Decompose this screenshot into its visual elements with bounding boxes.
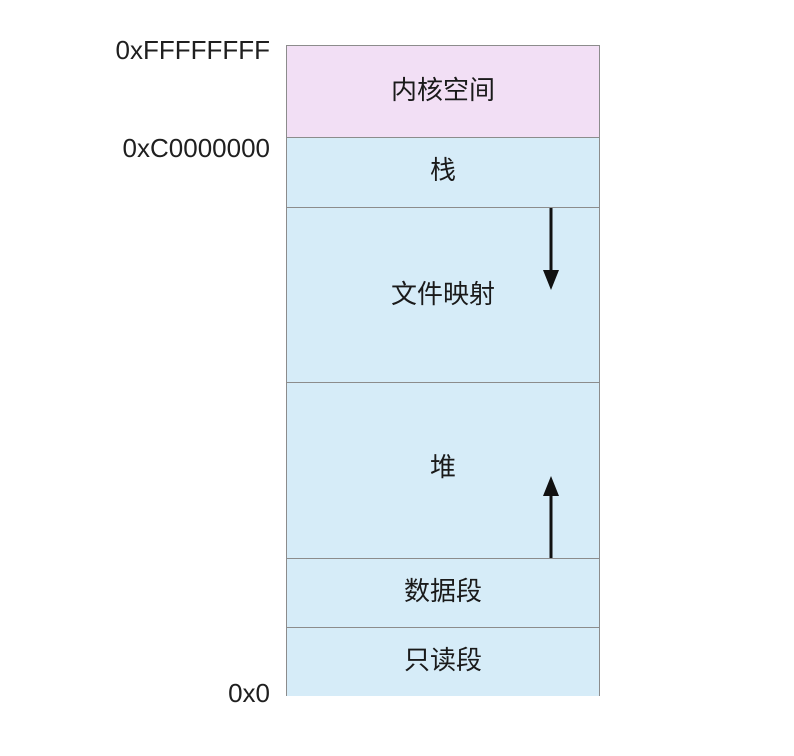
segment-label-kernel-space: 内核空间 bbox=[390, 76, 495, 106]
segment-label-stack: 栈 bbox=[429, 156, 456, 186]
arrow-up-icon bbox=[543, 476, 559, 558]
address-label-top: 0xFFFFFFFF bbox=[115, 35, 270, 65]
segment-kernel-space: 内核空间 bbox=[287, 46, 599, 138]
segment-stack: 栈 bbox=[287, 138, 599, 208]
segment-read-only: 只读段 bbox=[287, 628, 599, 696]
arrow-down-icon bbox=[543, 208, 559, 290]
segment-label-data: 数据段 bbox=[403, 577, 482, 607]
memory-layout-column: 内核空间 栈 文件映射 堆 数据段 只读段 bbox=[286, 45, 600, 696]
segment-data: 数据段 bbox=[287, 559, 599, 628]
address-label-kernel-boundary: 0xC0000000 bbox=[122, 133, 270, 163]
segment-label-file-mapping: 文件映射 bbox=[390, 280, 495, 310]
address-label-bottom: 0x0 bbox=[228, 678, 270, 708]
segment-label-heap: 堆 bbox=[429, 453, 456, 483]
segment-label-read-only: 只读段 bbox=[403, 646, 482, 676]
segment-file-mapping: 文件映射 bbox=[287, 208, 599, 383]
segment-heap: 堆 bbox=[287, 383, 599, 559]
